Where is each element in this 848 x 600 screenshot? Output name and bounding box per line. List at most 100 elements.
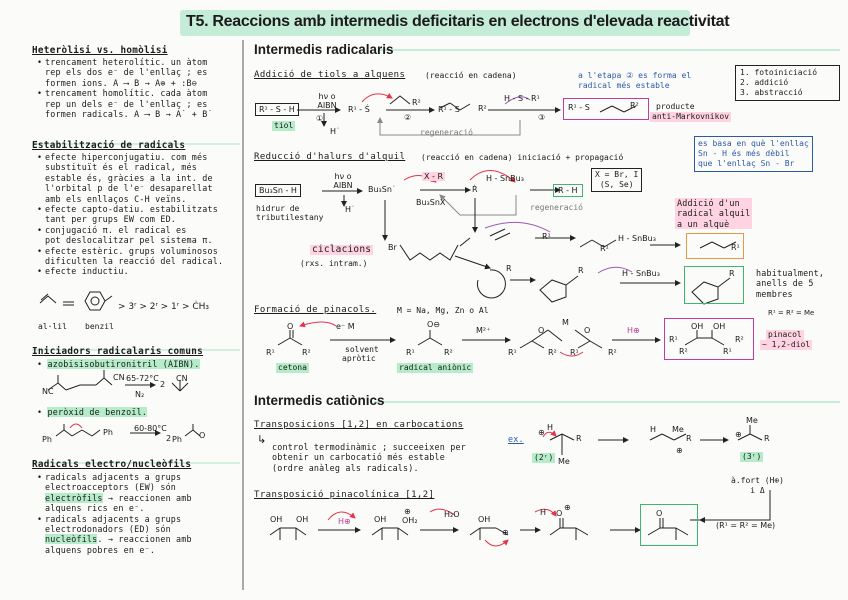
pinacol-product-box: OH OH R¹ R² R² R¹ bbox=[664, 318, 754, 360]
step-2: ② bbox=[404, 113, 412, 122]
thiol-reagent: H - S - R¹ bbox=[504, 94, 540, 103]
heading-tiols: Addició de tiols a alquens bbox=[254, 70, 406, 80]
cyclization-product-box: R bbox=[684, 266, 744, 304]
halogen-box: X = Br, I (S, Se) bbox=[591, 168, 643, 192]
tiol-initiator: hν o AIBN bbox=[317, 92, 337, 110]
aibn-product-cn: CN bbox=[176, 374, 188, 383]
list-item: trencament heterolític. un àtom rep els … bbox=[37, 57, 242, 88]
pinacol-label: pinacol bbox=[766, 330, 804, 340]
addition-label: Addició d'un radical alquil a un alquè bbox=[675, 198, 753, 230]
cation-me-2: Me bbox=[672, 425, 684, 434]
oxocarbenium-plus: ⊕ bbox=[564, 503, 571, 512]
ketyl-r1: R¹ bbox=[406, 348, 415, 357]
section-radicalaris: Intermedis radicalaris bbox=[254, 42, 394, 57]
heading-pinacolinica: Transposició pinacolínica [1,2] bbox=[254, 490, 435, 500]
ketyl-o: O⊖ bbox=[427, 320, 440, 329]
ketone-o: O bbox=[287, 322, 294, 331]
cyclopentyl-r: R bbox=[578, 266, 584, 275]
adduct-r1: R¹ bbox=[600, 244, 609, 253]
cation-me-3: Me bbox=[746, 416, 758, 425]
label-benzyl: benzil bbox=[85, 322, 114, 331]
halurs-h-radical: H˙ bbox=[345, 205, 356, 214]
ketone-r2: R² bbox=[302, 348, 311, 357]
cation-plus-2: ⊕ bbox=[676, 446, 683, 455]
cyclization-br: Br bbox=[388, 243, 397, 252]
step-1: ① bbox=[316, 114, 324, 123]
ring-size-note: habitualment, anells de 5 membres bbox=[756, 268, 825, 299]
tiol-product-box: R¹ - S R² bbox=[563, 98, 649, 120]
chelate-r2-right: R² bbox=[608, 348, 617, 357]
cation-r-1: R bbox=[576, 434, 582, 443]
aibn-condition: 65-72°C bbox=[126, 374, 159, 383]
page-title: T5. Reaccions amb intermedis deficitaris… bbox=[186, 13, 730, 30]
tin-radical: Bu₃Sn˙ bbox=[368, 185, 396, 194]
tin-hydride-4: H - SnBu₃ bbox=[622, 269, 660, 278]
pinacol-solvent: solvent bbox=[345, 345, 379, 354]
bond-strength-note: es basa en què l'enllaç Sn - H és més dè… bbox=[694, 136, 813, 172]
protonated-plus: ⊕ bbox=[404, 507, 411, 516]
step-3: ③ bbox=[538, 113, 546, 122]
title-highlight bbox=[180, 10, 690, 36]
transposition-text: control termodinàmic ; succeeixen per ob… bbox=[272, 442, 466, 473]
protonated-oh2: OH₂ bbox=[402, 516, 418, 525]
pinacol-aprotic: apròtic bbox=[342, 354, 376, 363]
alkyl-halide: X - R bbox=[422, 172, 446, 181]
peroxide-ph-left: Ph bbox=[42, 435, 52, 444]
electro-list: radicals adjacents a grupselectroaccepto… bbox=[37, 472, 242, 555]
anti-markovnikov: anti-Markovnikov bbox=[650, 112, 732, 122]
tiol-label: tiol bbox=[272, 121, 296, 131]
peroxide-product-ph: Ph bbox=[172, 435, 182, 444]
tin-hydride-label-2: tributilestany bbox=[256, 213, 324, 222]
cyclization-label: ciclacions bbox=[310, 244, 374, 256]
mechanism-steps-box: 1. fotoiniciació 2. addició 3. abstracci… bbox=[735, 65, 840, 101]
diol-oh-1: OH bbox=[270, 515, 283, 524]
tin-hydride-2: H - SnBu₃ bbox=[486, 174, 524, 183]
pinacol-rearr-note: (R¹ = R² = Me) bbox=[716, 521, 776, 530]
pinacolone-o: O bbox=[656, 509, 663, 518]
heading-transposicions: Transposicions [1,2] en carbocations bbox=[254, 420, 464, 430]
chelate-r1-left: R¹ bbox=[508, 348, 517, 357]
turn-arrow: ↳ bbox=[257, 433, 267, 446]
pinacol-proton: H⊕ bbox=[627, 326, 640, 335]
heading-halurs: Reducció d'halurs d'alquil bbox=[254, 152, 406, 162]
list-item: radicals adjacents a grupselectroaccepto… bbox=[37, 472, 242, 514]
halurs-regeneration: regeneració bbox=[530, 203, 583, 212]
tiols-note: (reacció en cadena) bbox=[425, 71, 517, 80]
tiol-start: R¹ - S - H bbox=[255, 103, 299, 116]
cation-plus-3: ⊕ bbox=[735, 430, 742, 439]
cyclization-note: (rxs. intram.) bbox=[300, 259, 368, 268]
section-cationics: Intermedis catiònics bbox=[254, 393, 385, 408]
cation-me-1: Me bbox=[558, 457, 570, 466]
pinacol-m2: M²⁺ bbox=[476, 326, 491, 335]
aibn-cn: CN bbox=[113, 373, 125, 382]
list-item: efecte inductiu. bbox=[37, 266, 242, 277]
pinacolone-box bbox=[640, 504, 698, 546]
tertiary-label: (3ʳ) bbox=[740, 452, 764, 462]
cation-h-1: H bbox=[547, 423, 554, 432]
cyclization-r: R bbox=[506, 264, 512, 273]
diol-oh-2: OH bbox=[296, 515, 309, 524]
peroxide-two: 2 bbox=[166, 434, 172, 443]
adduct-radical: R¹ - S bbox=[438, 105, 460, 114]
peroxide-label: • peròxid de benzoïl. bbox=[37, 407, 148, 417]
aibn-sketch bbox=[47, 370, 189, 392]
water-leaving: H₂O bbox=[444, 510, 460, 519]
label-allyl: al·lil bbox=[38, 322, 67, 331]
list-item: trencament homolític. cada àtom rep un d… bbox=[37, 88, 242, 119]
allyl-benzyl-sketch bbox=[39, 291, 113, 311]
heading-pinacols: Formació de pinacols. bbox=[254, 305, 377, 315]
list-item: efecte estèric. grups voluminososdificul… bbox=[37, 246, 242, 267]
protonated-oh: OH bbox=[374, 515, 387, 524]
heading-homolisi: Heteròlisi vs. homòlisi bbox=[32, 45, 168, 56]
adduct-r2: R² bbox=[478, 104, 487, 113]
cation-r-2: R bbox=[686, 434, 692, 443]
alkene-r1: R¹ bbox=[542, 232, 551, 241]
cation-plus-1: ⊕ bbox=[538, 428, 545, 437]
tin-hydride-3: H - SnBu₃ bbox=[618, 234, 656, 243]
tiol-h-radical: H˙ bbox=[330, 127, 341, 136]
example-label: ex. bbox=[508, 434, 524, 444]
heading-iniciadors: Iniciadors radicalaris comuns bbox=[32, 346, 204, 357]
carbocation-oh: OH bbox=[478, 515, 491, 524]
